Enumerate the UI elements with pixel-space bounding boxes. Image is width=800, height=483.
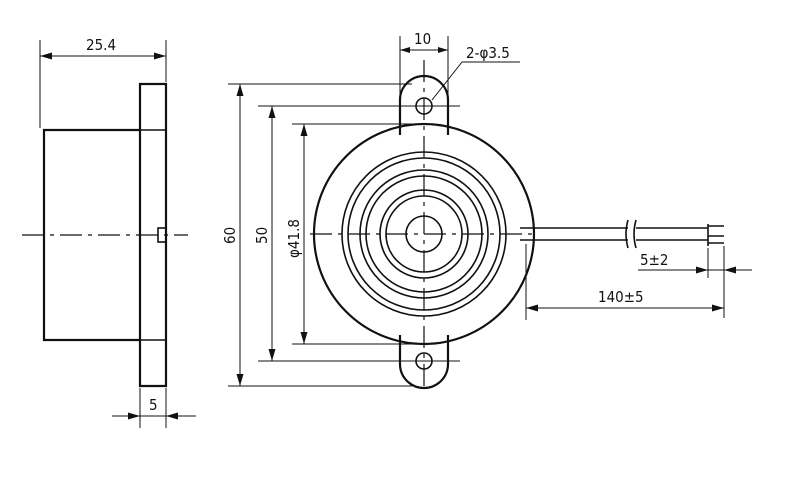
wire-break-2 xyxy=(633,219,637,249)
wire-body xyxy=(520,227,628,241)
dim-label-wire-strip: 5±2 xyxy=(640,251,668,269)
dim-label-body-diameter: φ41.8 xyxy=(285,219,303,258)
dim-label-overall-height: 60 xyxy=(221,227,239,244)
arrow-strip-left xyxy=(696,266,708,274)
arrow-d-top xyxy=(300,124,308,136)
arrow-left xyxy=(40,52,52,60)
arrow-60-top xyxy=(236,84,244,96)
arrow-d-bottom xyxy=(300,332,308,344)
arrow-tab-right xyxy=(166,412,178,420)
arrow-50-top xyxy=(268,106,276,118)
arrow-10-left xyxy=(400,47,410,53)
arrow-60-bottom xyxy=(236,374,244,386)
side-body-outline xyxy=(42,128,142,342)
dim-label-side-tab: 5 xyxy=(149,396,158,414)
dim-label-hole-spacing: 10 xyxy=(414,30,431,48)
arrow-10-right xyxy=(438,47,448,53)
wire-strands xyxy=(708,225,724,244)
wire-end xyxy=(636,227,708,241)
arrow-50-bottom xyxy=(268,349,276,361)
dim-label-side-width: 25.4 xyxy=(86,36,116,54)
arrow-wire-left xyxy=(526,304,538,312)
dim-label-hole-center-height: 50 xyxy=(253,227,271,244)
side-top-tab xyxy=(138,82,168,130)
side-bottom-tab xyxy=(138,340,168,388)
arrow-tab-left xyxy=(128,412,140,420)
arrow-right xyxy=(154,52,166,60)
dim-label-hole-callout: 2-φ3.5 xyxy=(466,44,510,62)
front-bottom-ear xyxy=(398,335,450,390)
front-view: 10 2-φ3.5 60 50 φ41.8 5±2 xyxy=(221,30,752,392)
hole-leader xyxy=(431,61,463,101)
arrow-wire-right xyxy=(712,304,724,312)
dim-label-wire-length: 140±5 xyxy=(598,288,644,306)
wire-break-1 xyxy=(625,219,629,249)
side-view: 25.4 5 xyxy=(22,36,196,428)
arrow-strip-right xyxy=(724,266,736,274)
